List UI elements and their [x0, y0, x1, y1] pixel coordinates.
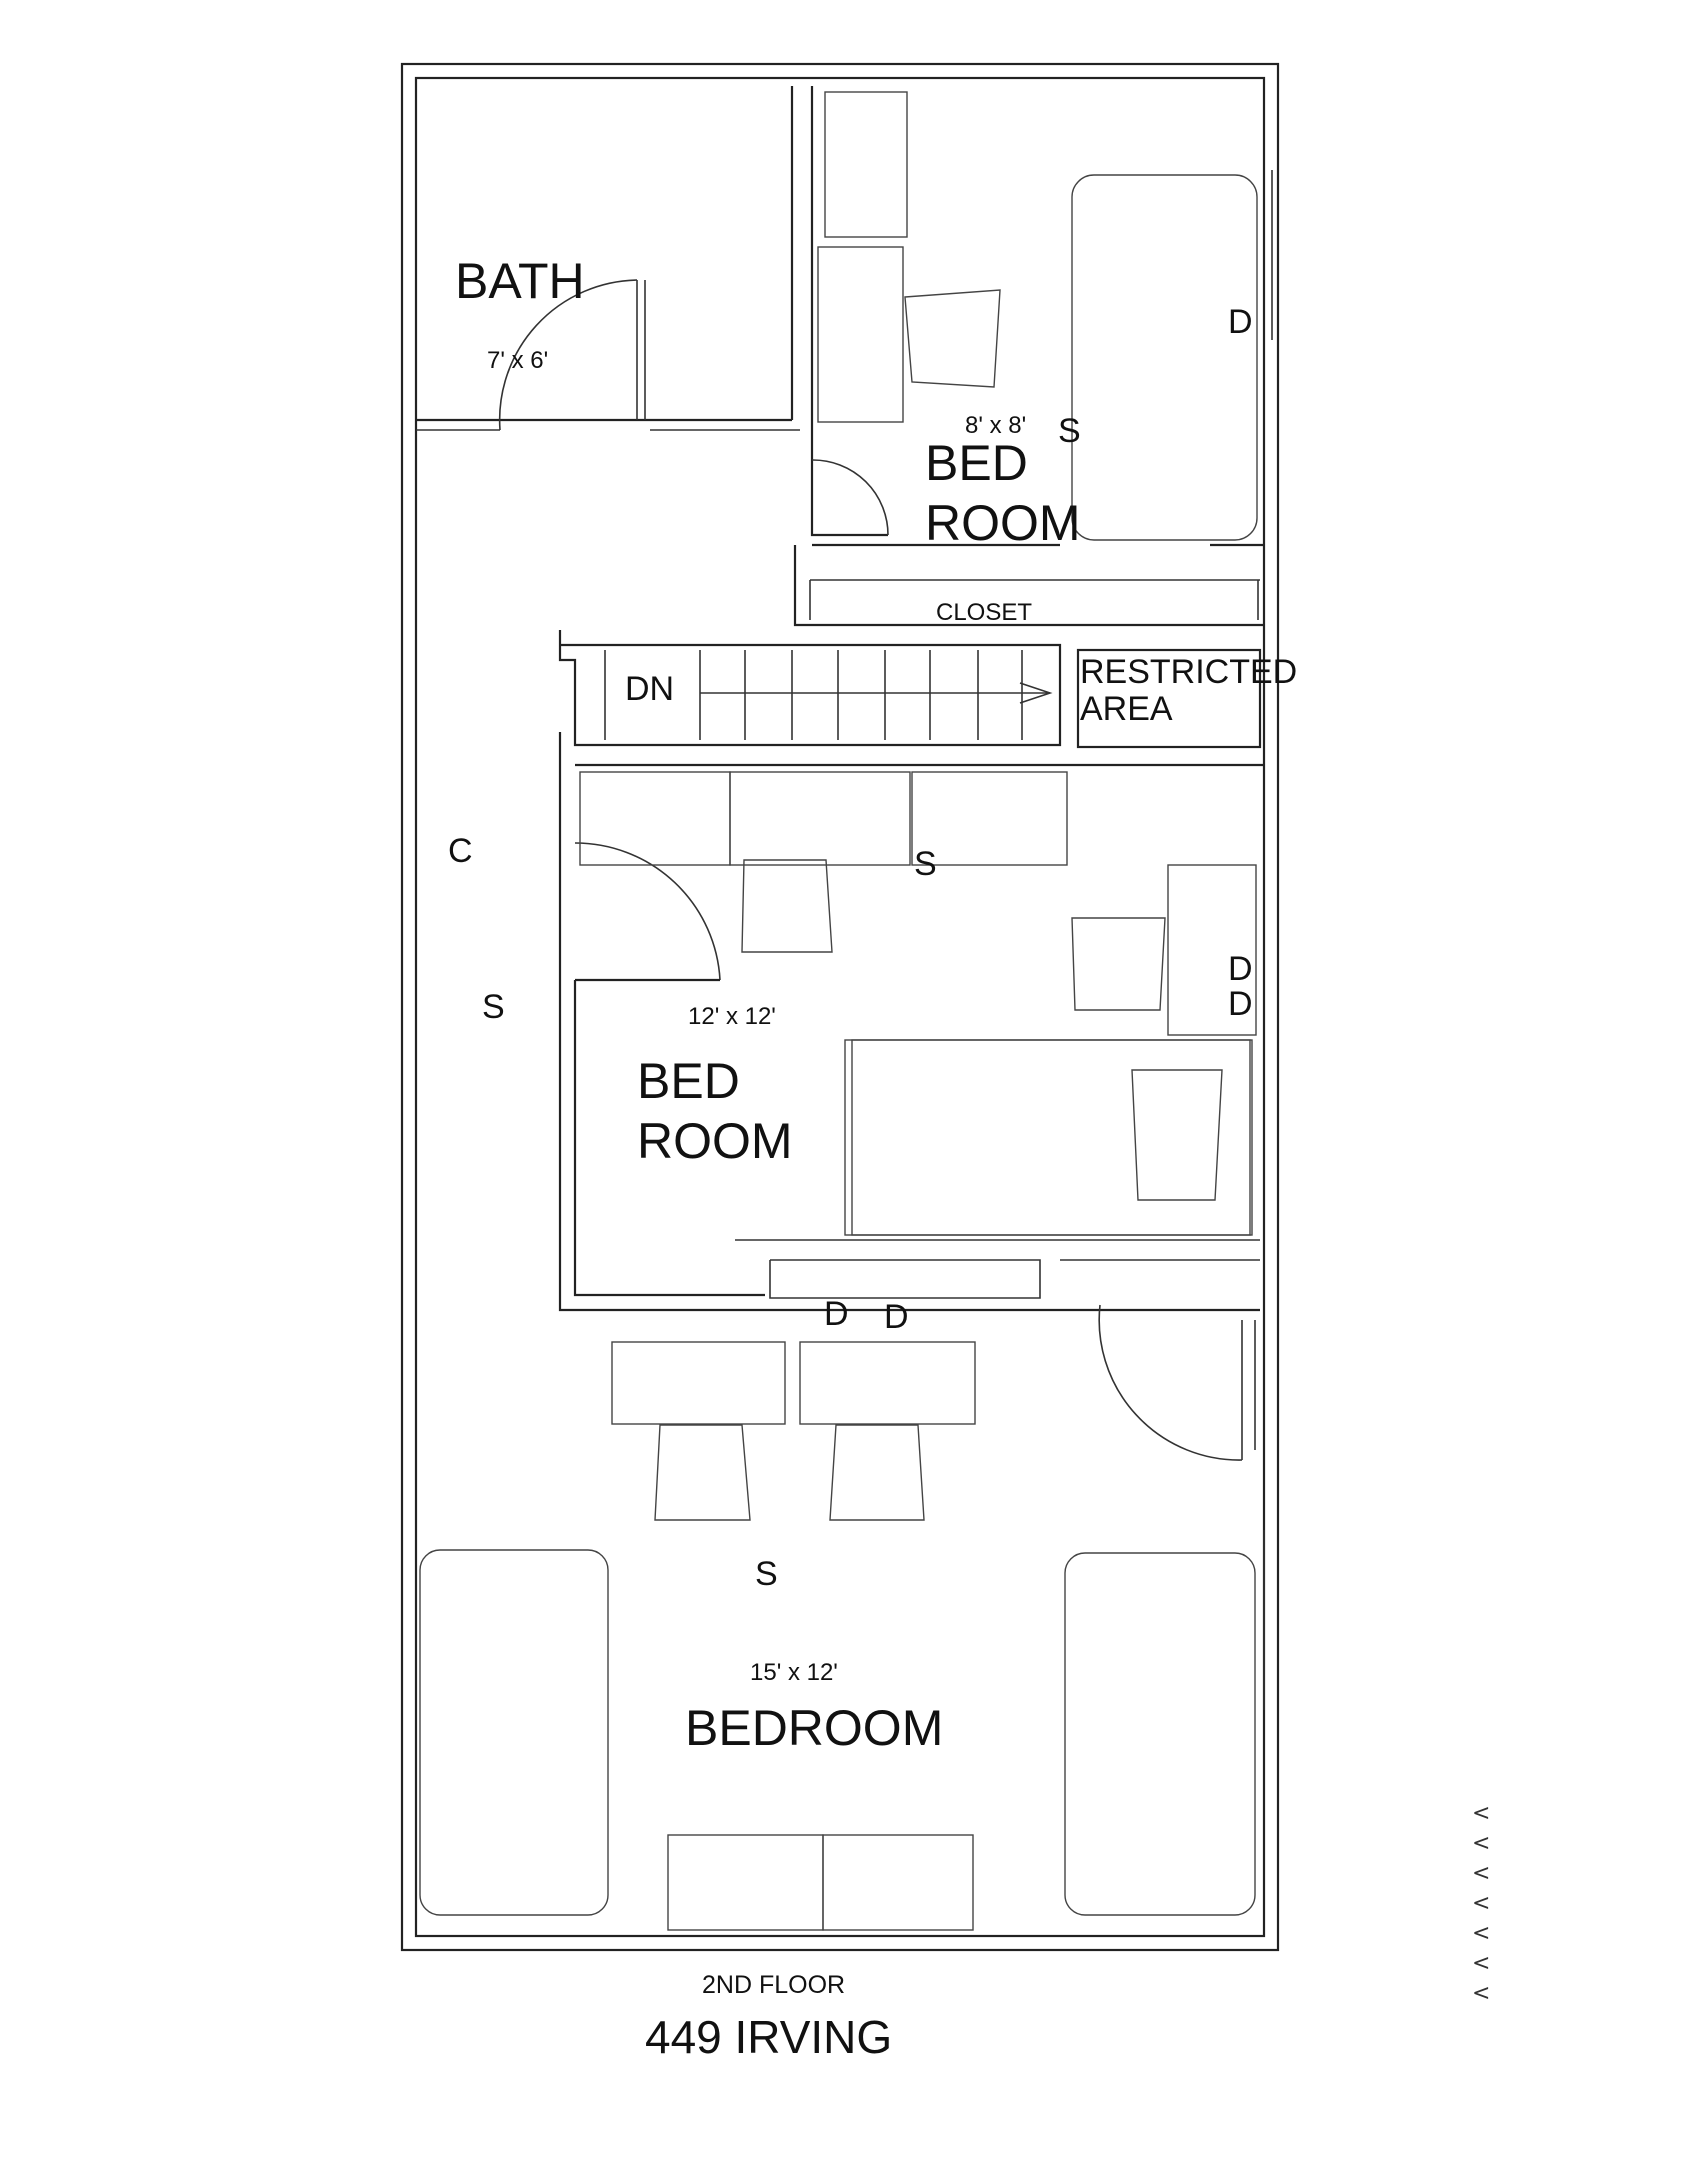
small-bedroom-size: 8' x 8' [965, 412, 1026, 439]
margin-mark-2: < [1472, 1831, 1490, 1856]
detector-marker-hall-2: D [884, 1298, 909, 1336]
margin-mark-5: < [1472, 1921, 1490, 1946]
margin-mark-6: < [1472, 1951, 1490, 1976]
margin-mark-4: < [1472, 1891, 1490, 1916]
small-bedroom-label-line2: ROOM [925, 495, 1081, 551]
smoke-marker-small-bedroom: S [1058, 412, 1081, 450]
detector-marker-middle-bedroom-1: D [1228, 950, 1253, 988]
address-title: 449 IRVING [645, 2011, 892, 2063]
large-bedroom-label: BEDROOM [685, 1700, 943, 1756]
small-bedroom-furniture [817, 91, 1258, 541]
closet [793, 545, 1264, 627]
closet-label: CLOSET [936, 599, 1032, 626]
middle-bedroom-label-line2: ROOM [637, 1113, 793, 1169]
margin-mark-7: < [1472, 1981, 1490, 2006]
margin-mark-3: < [1472, 1861, 1490, 1886]
co-marker-hall: C [448, 832, 473, 870]
middle-bedroom-size: 12' x 12' [688, 1003, 776, 1030]
middle-bedroom-label-line1: BED [637, 1053, 740, 1109]
detector-marker-small-bedroom: D [1228, 303, 1253, 341]
bath-label: BATH [455, 253, 585, 309]
middle-bedroom-walls [558, 732, 1264, 1312]
small-bedroom-label-line1: BED [925, 435, 1028, 491]
outer-walls [400, 62, 1280, 1952]
margin-mark-1: < [1472, 1801, 1490, 1826]
restricted-label-line1: RESTRICTED [1080, 653, 1297, 691]
smoke-marker-middle-bedroom: S [914, 845, 937, 883]
large-bedroom-size: 15' x 12' [750, 1659, 838, 1686]
small-bedroom-walls [650, 86, 1273, 547]
stairs [558, 630, 1062, 747]
floor-label: 2ND FLOOR [702, 1971, 845, 1999]
middle-bedroom-furniture [579, 771, 1257, 1236]
detector-marker-hall-1: D [824, 1295, 849, 1333]
smoke-marker-hall: S [482, 988, 505, 1026]
large-bedroom-walls [1098, 1304, 1265, 1710]
bath-walls [416, 86, 794, 431]
detector-marker-middle-bedroom-2: D [1228, 985, 1253, 1023]
bath-size: 7' x 6' [487, 347, 548, 374]
smoke-marker-large-bedroom: S [755, 1555, 778, 1593]
stairs-down-label: DN [625, 670, 674, 708]
large-bedroom-furniture [419, 1341, 1256, 1931]
restricted-label-line2: AREA [1080, 690, 1173, 728]
restricted-area [1076, 648, 1262, 749]
